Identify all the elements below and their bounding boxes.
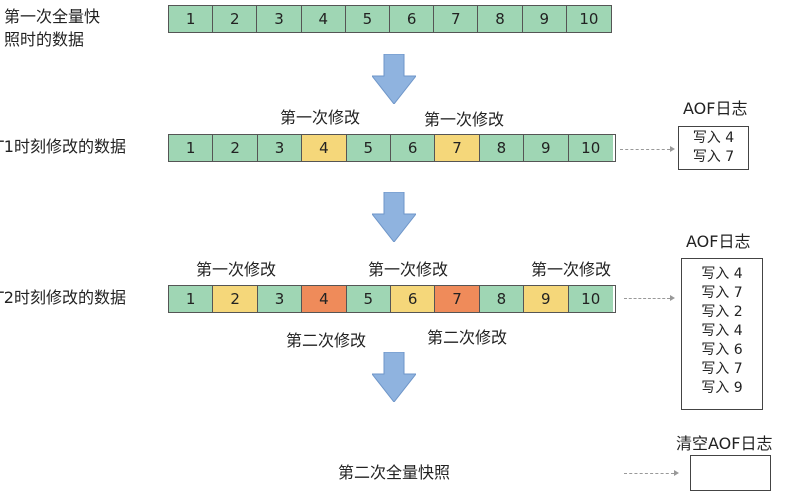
data-cell: 2 (213, 286, 258, 312)
aof-log-entry: 写入 4 (692, 130, 735, 146)
t1-label: T1时刻修改的数据 (0, 137, 126, 156)
connector-line-3 (624, 473, 674, 474)
aof-log3-title: 清空AOF日志 (676, 434, 773, 453)
data-cell: 9 (524, 286, 569, 312)
aof-log-entry: 写入 4 (701, 266, 743, 282)
data-cell: 5 (346, 286, 391, 312)
data-cell: 7 (435, 135, 480, 161)
data-cell: 8 (478, 6, 523, 32)
t1-mod-label-7: 第一次修改 (424, 110, 505, 129)
data-cell: 7 (434, 6, 479, 32)
data-cell: 5 (346, 135, 391, 161)
snapshot1-label-line1: 第一次全量快 (4, 7, 101, 26)
down-arrow-1 (372, 54, 416, 104)
data-cell: 2 (213, 6, 258, 32)
data-cell: 3 (257, 135, 303, 161)
snapshot2-label: 第二次全量快照 (338, 463, 451, 482)
aof-log-entry: 写入 6 (701, 342, 743, 358)
aof-log1-box: 写入 4 写入 7 (678, 126, 749, 170)
data-cell: 3 (257, 6, 302, 32)
connector-line-1 (620, 149, 670, 150)
t2-second-mod-label-7: 第二次修改 (427, 328, 508, 347)
aof-log-entry: 写入 9 (701, 380, 743, 396)
t2-mod-label-2: 第一次修改 (196, 260, 277, 279)
data-cell: 9 (522, 6, 567, 32)
down-arrow-3 (372, 352, 416, 402)
data-cell: 4 (302, 135, 347, 161)
connector-arrowhead-1 (670, 146, 675, 152)
data-cell: 1 (169, 6, 214, 32)
connector-line-2 (624, 298, 670, 299)
t2-second-mod-label-4: 第二次修改 (286, 331, 367, 350)
t2-mod-label-6: 第一次修改 (368, 260, 449, 279)
data-cell: 1 (169, 135, 214, 161)
t2-mod-label-9: 第一次修改 (531, 260, 612, 279)
data-cell: 10 (566, 6, 612, 32)
aof-log3-empty-box (690, 455, 771, 491)
data-cell: 6 (390, 135, 436, 161)
connector-arrowhead-2 (670, 295, 675, 301)
data-cell: 3 (257, 286, 303, 312)
aof-log1-title: AOF日志 (683, 99, 748, 118)
aof-log-entry: 写入 4 (701, 323, 743, 339)
aof-log-entry: 写入 7 (701, 361, 743, 377)
t2-label: T2时刻修改的数据 (0, 288, 126, 307)
data-cell: 4 (302, 286, 347, 312)
data-cell: 1 (169, 286, 214, 312)
data-cell: 9 (524, 135, 569, 161)
data-cell: 4 (301, 6, 346, 32)
data-cell: 2 (213, 135, 258, 161)
data-cell: 6 (390, 286, 436, 312)
aof-log-entry: 写入 7 (701, 285, 743, 301)
aof-log-entry: 写入 7 (692, 149, 735, 165)
data-cell: 10 (568, 286, 613, 312)
snapshot1-label-line2: 照时的数据 (4, 30, 85, 49)
aof-log-entry: 写入 2 (701, 304, 743, 320)
data-cell: 10 (568, 135, 613, 161)
aof-log2-title: AOF日志 (686, 232, 751, 251)
data-cell: 8 (479, 286, 525, 312)
data-cell: 8 (479, 135, 525, 161)
t1-mod-label-4: 第一次修改 (280, 108, 361, 127)
connector-arrowhead-3 (674, 470, 679, 476)
down-arrow-2 (372, 192, 416, 242)
data-cell: 7 (435, 286, 480, 312)
data-cell: 6 (390, 6, 435, 32)
aof-log2-box: 写入 4 写入 7 写入 2 写入 4 写入 6 写入 7 写入 9 (681, 258, 763, 410)
data-cell: 5 (345, 6, 391, 32)
